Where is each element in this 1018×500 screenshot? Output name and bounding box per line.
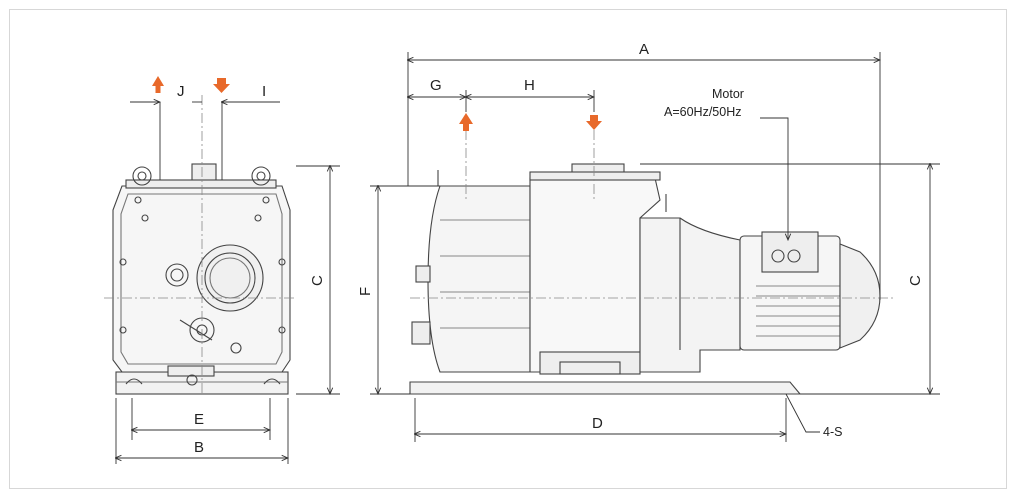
front-view: [112, 163, 291, 395]
motor-frequency-label: A=60Hz/50Hz: [664, 105, 741, 119]
dim-G: G: [430, 77, 442, 94]
lifting-eye-right: [251, 166, 271, 186]
side-base-plate: [409, 381, 802, 395]
dim-E: E: [194, 411, 204, 428]
pump-cylinder: [427, 185, 531, 373]
side-flow-arrows: [459, 113, 602, 131]
coupling-housing: [639, 217, 741, 373]
oil-sight-glass: [165, 263, 189, 287]
front-flow-arrows: [152, 76, 230, 93]
side-view: [409, 163, 881, 395]
dim-C-front: C: [309, 275, 326, 286]
dim-B: B: [194, 439, 204, 456]
dim-J: J: [177, 83, 185, 100]
lifting-eye-left: [132, 166, 152, 186]
inlet-arrow-icon: [213, 78, 230, 93]
side-inlet-arrow-icon: [586, 115, 602, 130]
front-dimensions: [116, 102, 340, 464]
dim-F: F: [357, 287, 374, 296]
side-outlet-arrow-icon: [459, 113, 473, 131]
side-centerlines: [410, 130, 895, 299]
dim-I: I: [262, 83, 266, 100]
dim-A: A: [639, 41, 649, 58]
outlet-arrow-icon: [152, 76, 164, 93]
dim-H: H: [524, 77, 535, 94]
side-dimensions: [370, 52, 940, 442]
dim-4-S: 4-S: [823, 425, 842, 439]
motor-label: Motor: [712, 87, 744, 101]
dim-D: D: [592, 415, 603, 432]
front-centerlines: [104, 95, 296, 395]
dim-C-side: C: [907, 275, 924, 286]
motor-fan-cover: [839, 243, 881, 349]
front-shaft-hub: [196, 244, 264, 312]
